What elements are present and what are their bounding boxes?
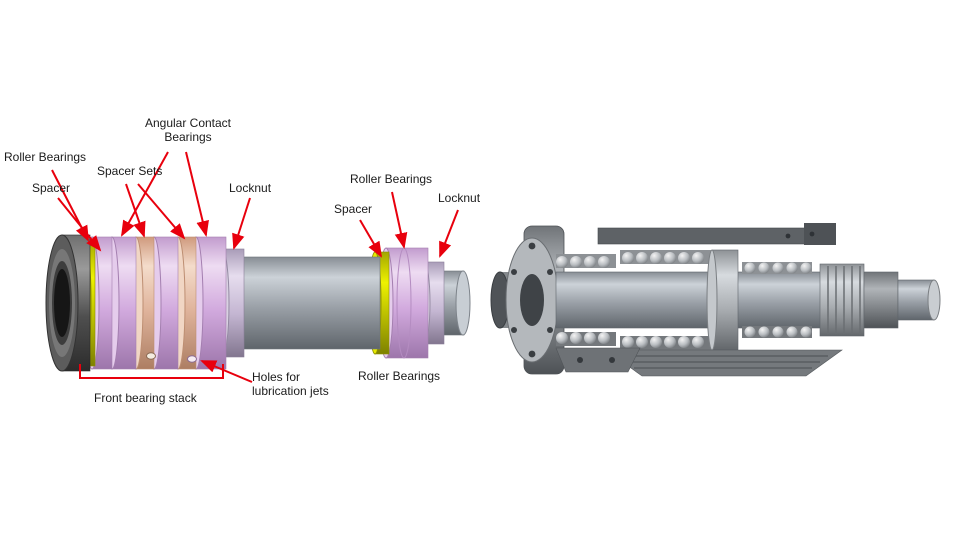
label-angular-contact-bearings: Angular Contact Bearings <box>144 116 232 144</box>
front-bearing-stack <box>84 236 227 370</box>
photo-rear-locknut <box>819 263 865 337</box>
lubrication-jet-hole <box>187 355 197 363</box>
photo-mid-collar <box>706 249 739 351</box>
photo-shaft <box>555 271 847 329</box>
label-front-bearing-stack: Front bearing stack <box>94 391 197 405</box>
label-spacer-right: Spacer <box>334 202 373 216</box>
label-roller-bearings-right: Roller Bearings <box>350 172 433 186</box>
callout-arrows <box>51 151 459 383</box>
photo-rear-bearings <box>742 262 812 338</box>
front-stack-bracket <box>79 364 224 379</box>
front-flange <box>505 225 565 375</box>
photo-mid-bearings <box>620 250 712 350</box>
spindle-photo <box>490 223 941 377</box>
label-spacer-left: Spacer <box>32 181 71 195</box>
label-roller-bearings-bottom: Roller Bearings <box>358 369 441 383</box>
photo-foot-bracket <box>555 347 641 373</box>
main-shaft <box>229 256 381 350</box>
photo-front-bearings <box>556 254 616 346</box>
photo-rear-shaft-step <box>863 271 941 329</box>
label-spacer-sets: Spacer Sets <box>97 164 163 178</box>
cad-diagram <box>45 234 471 372</box>
photo-ribbed-base <box>605 349 843 377</box>
housing-top-rail <box>597 223 836 245</box>
label-locknut-right: Locknut <box>438 191 481 205</box>
label-lubrication-holes: Holes for lubrication jets <box>252 370 329 398</box>
lubrication-jet-hole <box>146 352 156 360</box>
label-roller-bearings-left: Roller Bearings <box>4 150 87 164</box>
spindle-nose <box>45 234 91 372</box>
label-locknut-left: Locknut <box>229 181 272 195</box>
